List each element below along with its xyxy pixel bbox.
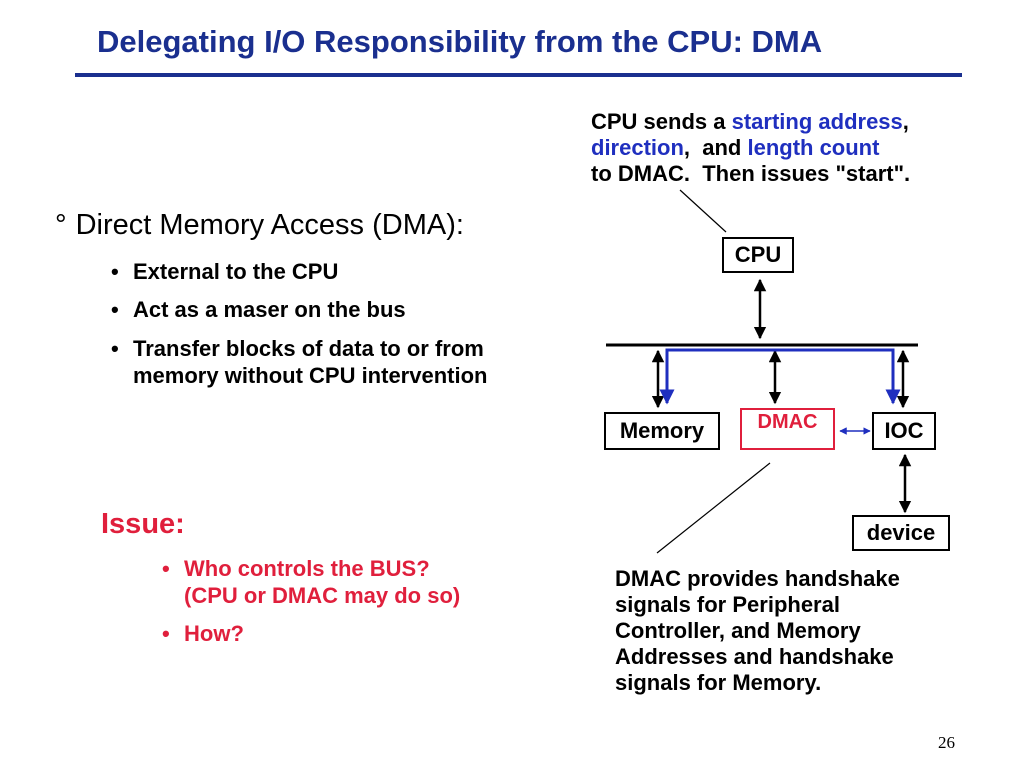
issue-label: Issue: bbox=[101, 508, 185, 540]
bullet-marker: • bbox=[162, 621, 170, 646]
cpu-box: CPU bbox=[722, 237, 794, 273]
dmac-box: DMAC bbox=[740, 408, 835, 450]
cpu-note: CPU sends a starting address, direction,… bbox=[591, 109, 910, 187]
issue-bullet-bus: • Who controls the BUS? (CPU or DMAC may… bbox=[162, 555, 461, 609]
cpu-note-text: CPU sends a bbox=[591, 109, 732, 134]
page-number: 26 bbox=[938, 733, 955, 752]
bullet-marker: • bbox=[162, 556, 170, 581]
cpu-note-highlight-length-count: length count bbox=[747, 135, 880, 160]
dmac-note-line: signals for Memory. bbox=[615, 670, 822, 695]
device-box: device bbox=[852, 515, 950, 551]
cpu-note-text: , bbox=[902, 109, 909, 134]
issue-bullet-line2: (CPU or DMAC may do so) bbox=[184, 583, 461, 608]
bullet-marker: • bbox=[111, 297, 119, 322]
cpu-callout-line bbox=[679, 189, 727, 233]
bullet-text: External to the CPU bbox=[133, 259, 339, 284]
bullet-marker: • bbox=[111, 336, 119, 361]
bullet-external: • External to the CPU bbox=[111, 258, 339, 285]
cpu-note-line2: direction, and length count bbox=[591, 135, 910, 161]
dmac-callout-line bbox=[656, 462, 771, 554]
bullet-master: • Act as a maser on the bus bbox=[111, 296, 406, 323]
bullet-text-line1: Transfer blocks of data to or from bbox=[133, 336, 484, 361]
dma-transfer-path bbox=[659, 348, 901, 405]
title-underline bbox=[75, 73, 962, 77]
cpu-note-highlight-direction: direction bbox=[591, 135, 684, 160]
bullet-text-line2: memory without CPU intervention bbox=[133, 363, 488, 388]
dma-heading: °Direct Memory Access (DMA): bbox=[55, 209, 464, 242]
bullet-text: How? bbox=[184, 621, 244, 646]
dmac-label: DMAC bbox=[757, 411, 818, 433]
cpu-note-line1: CPU sends a starting address, bbox=[591, 109, 910, 135]
dmac-note: DMAC provides handshake signals for Peri… bbox=[615, 566, 900, 696]
bullet-marker: • bbox=[111, 259, 119, 284]
issue-bullet-line1: Who controls the BUS? bbox=[184, 556, 430, 581]
cpu-note-line3: to DMAC. Then issues "start". bbox=[591, 161, 911, 186]
dmac-note-line: Addresses and handshake bbox=[615, 644, 894, 669]
bullet-text: Act as a maser on the bus bbox=[133, 297, 406, 322]
bullet-transfer: • Transfer blocks of data to or from mem… bbox=[111, 335, 488, 389]
dmac-note-line: Controller, and Memory bbox=[615, 618, 861, 643]
issue-bullet-how: • How? bbox=[162, 620, 244, 647]
dmac-note-line: signals for Peripheral bbox=[615, 592, 840, 617]
memory-box: Memory bbox=[604, 412, 720, 450]
dmac-note-line: DMAC provides handshake bbox=[615, 566, 900, 591]
slide-title: Delegating I/O Responsibility from the C… bbox=[97, 24, 823, 59]
heading-marker: ° bbox=[55, 209, 67, 241]
ioc-box: IOC bbox=[872, 412, 936, 450]
cpu-note-text: , and bbox=[683, 135, 748, 160]
cpu-note-highlight-starting-address: starting address bbox=[731, 109, 903, 134]
dma-heading-text: Direct Memory Access (DMA): bbox=[75, 209, 464, 241]
